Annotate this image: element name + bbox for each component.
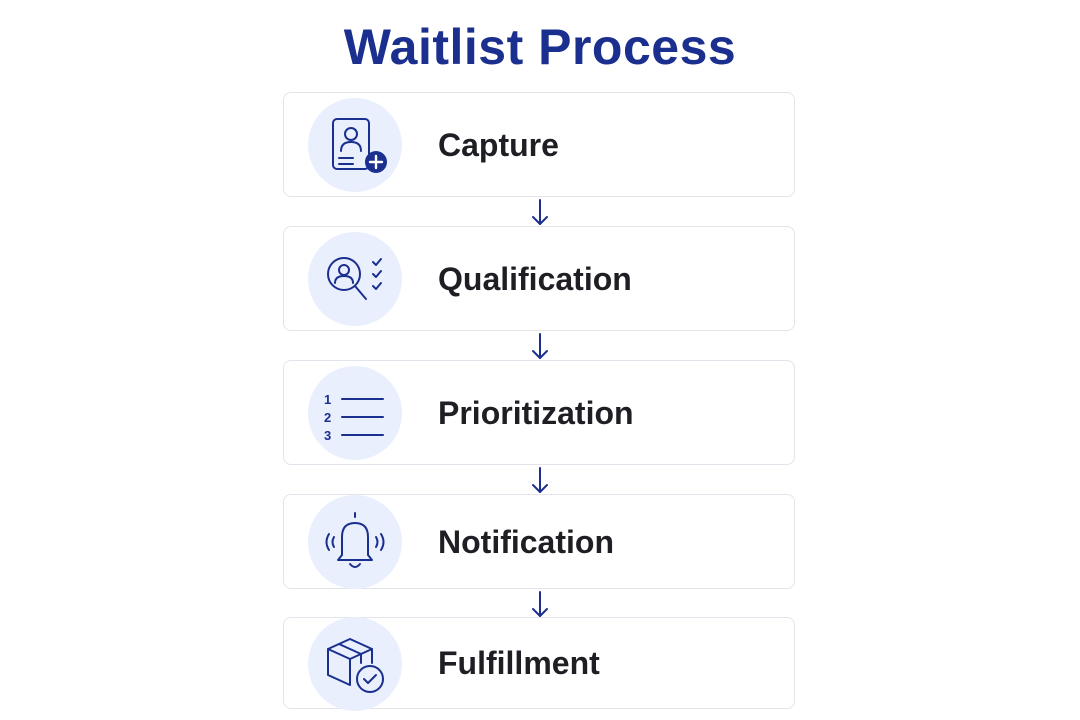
form-user-add-icon	[332, 118, 387, 173]
bell-ringing-icon	[325, 512, 385, 568]
step-label-notification: Notification	[438, 524, 614, 560]
step-label-fulfillment: Fulfillment	[438, 645, 600, 681]
list-number: 1	[324, 392, 331, 407]
qualification-badge	[308, 232, 402, 326]
step-prioritization: 1 2 3 Prioritization	[283, 360, 795, 465]
fulfillment-badge	[308, 617, 402, 711]
arrow-down-icon	[532, 333, 548, 359]
list-number: 3	[324, 428, 331, 443]
capture-badge	[308, 98, 402, 192]
step-label-qualification: Qualification	[438, 261, 632, 297]
notification-badge	[308, 495, 402, 589]
list-number: 2	[324, 410, 331, 425]
numbered-list-icon: 1 2 3	[324, 392, 384, 443]
arrow-down-icon	[532, 467, 548, 493]
user-search-checklist-icon	[327, 257, 382, 300]
step-label-capture: Capture	[438, 127, 559, 163]
step-notification: Notification	[283, 494, 795, 589]
step-label-prioritization: Prioritization	[438, 395, 634, 431]
arrow-down-icon	[532, 591, 548, 617]
prioritization-badge: 1 2 3	[308, 366, 402, 460]
step-fulfillment: Fulfillment	[283, 617, 795, 711]
arrow-down-icon	[532, 199, 548, 225]
package-check-icon	[327, 638, 384, 693]
step-qualification: Qualification	[283, 226, 795, 331]
step-capture: Capture	[283, 92, 795, 197]
page-title: Waitlist Process	[343, 19, 737, 75]
